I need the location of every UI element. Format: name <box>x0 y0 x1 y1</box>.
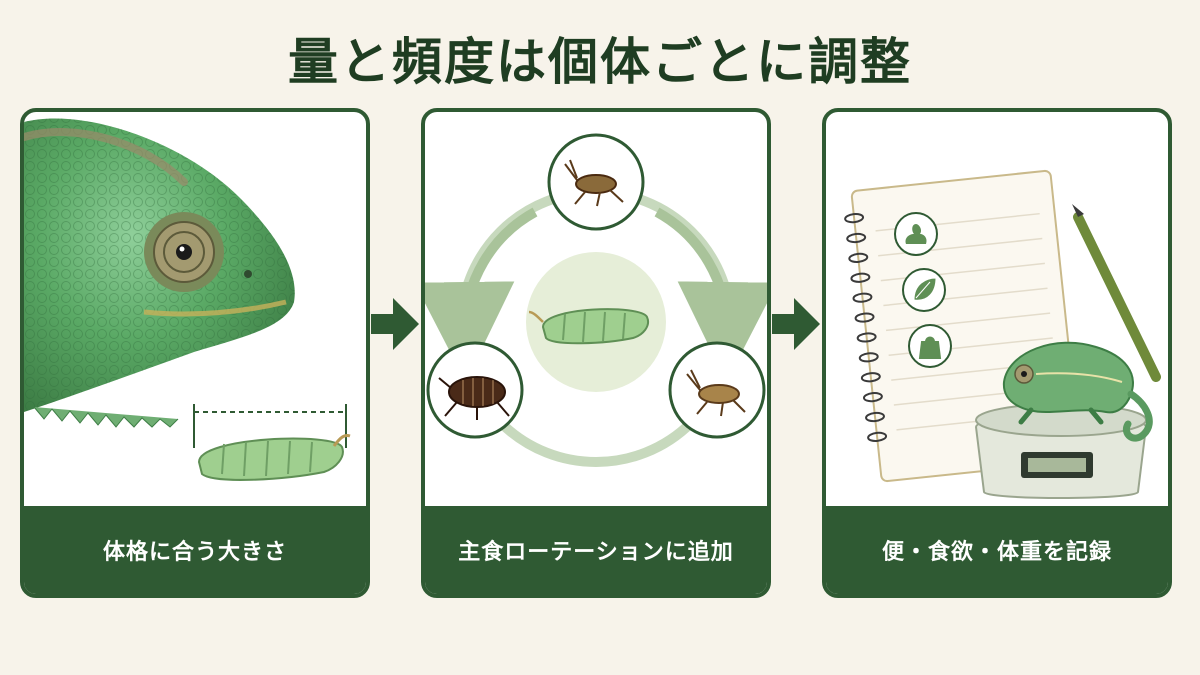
arrow-right-icon <box>772 298 820 350</box>
card-rotation: 主食ローテーションに追加 <box>421 108 771 598</box>
weight-icon <box>918 336 942 359</box>
card-record: 便・食欲・体重を記録 <box>822 108 1172 598</box>
step-label: 体格に合う大きさ <box>24 506 366 594</box>
cricket-icon <box>686 369 746 417</box>
roach-icon <box>438 376 510 420</box>
notebook-scale-illustration <box>844 169 1161 499</box>
step-label: 主食ローテーションに追加 <box>425 506 767 594</box>
scale-icon <box>974 403 1148 499</box>
leaf-icon <box>913 277 937 301</box>
chameleon-head-illustration <box>24 118 351 481</box>
rotation-cycle-diagram <box>425 133 767 467</box>
pencil-icon <box>1072 204 1161 382</box>
hornworm-icon <box>197 434 351 481</box>
hornworm-icon <box>528 308 649 345</box>
stool-icon <box>905 224 927 244</box>
cricket-icon <box>564 159 624 207</box>
card-size: 体格に合う大きさ <box>20 108 370 598</box>
chameleon-icon <box>1002 341 1153 442</box>
page-title: 量と頻度は個体ごとに調整 <box>288 33 912 91</box>
step-label: 便・食欲・体重を記録 <box>826 506 1168 594</box>
arrow-right-icon <box>371 298 419 350</box>
